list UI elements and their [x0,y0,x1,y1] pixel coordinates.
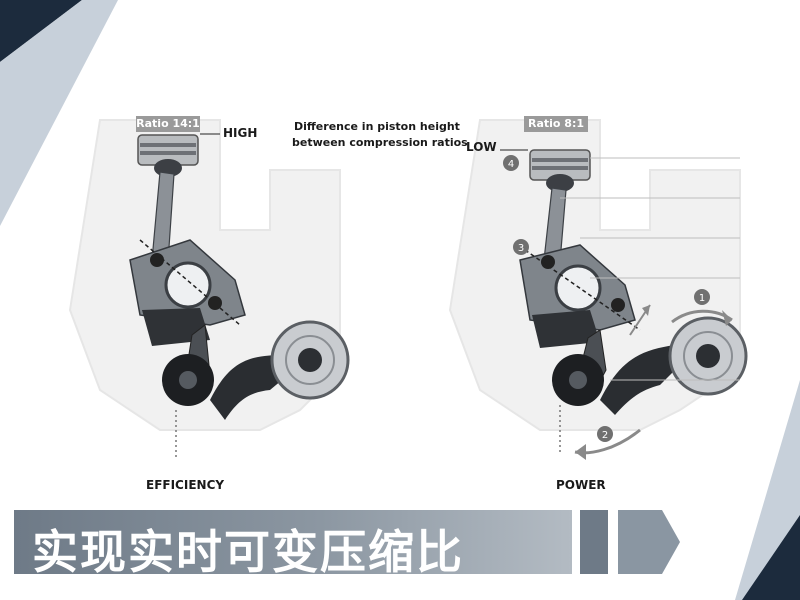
right-engine-diagram [448,119,748,460]
left-mode-label: EFFICIENCY [146,478,225,492]
banner-title: 实现实时可变压缩比 [32,525,464,579]
right-mode-label: POWER [556,478,606,492]
left-engine-diagram [68,119,350,460]
caption-line-2: between compression ratios [292,136,468,149]
left-ratio-label: Ratio 14:1 [136,116,200,132]
callout-4: 4 [508,159,514,170]
caption-line-1: Difference in piston height [294,120,460,133]
callout-3: 3 [518,243,524,254]
callout-1: 1 [699,293,705,304]
title-banner: 实现实时可变压缩比 [14,510,572,579]
right-level-label: LOW [466,140,497,154]
left-level-label: HIGH [223,126,258,140]
right-ratio-label: Ratio 8:1 [524,116,588,132]
callout-2: 2 [602,430,608,441]
banner-accent-blocks [580,510,680,574]
right-piston [529,149,591,192]
